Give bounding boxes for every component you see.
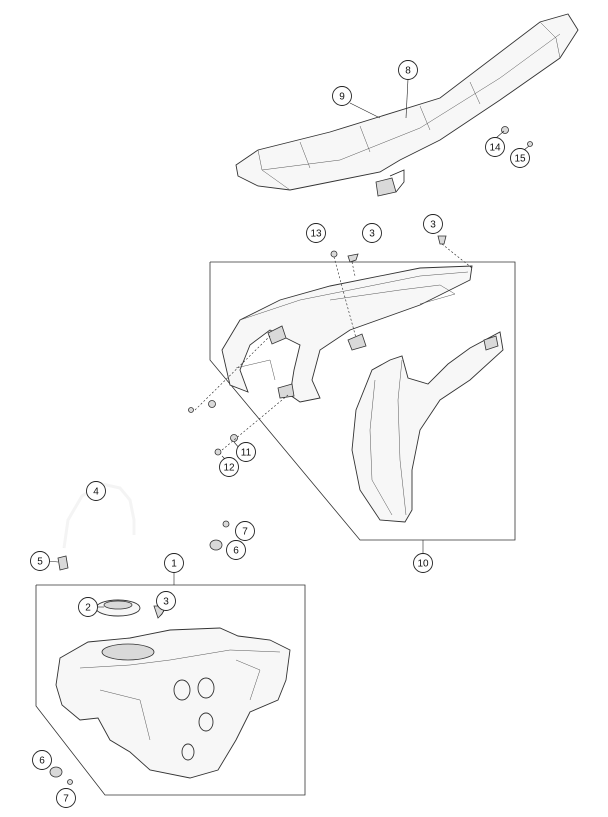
callout-3-upper-middle: 3 — [362, 223, 382, 243]
svg-text:3: 3 — [369, 229, 375, 240]
callout-10: 10 — [413, 553, 433, 573]
svg-text:3: 3 — [430, 220, 436, 231]
svg-text:6: 6 — [39, 756, 45, 767]
fuel-cap — [95, 599, 167, 619]
callout-8: 8 — [398, 60, 418, 80]
svg-text:11: 11 — [241, 448, 252, 459]
vent-hose — [57, 482, 136, 571]
seat-assembly — [235, 13, 579, 197]
svg-text:12: 12 — [223, 463, 235, 474]
svg-text:13: 13 — [310, 229, 322, 240]
callout-6-middle: 6 — [226, 540, 246, 560]
callout-5: 5 — [30, 551, 50, 571]
callout-14: 14 — [485, 137, 505, 157]
fuel-tank — [55, 627, 291, 779]
callout-12: 12 — [219, 457, 239, 477]
callout-7-middle: 7 — [235, 521, 255, 541]
svg-text:1: 1 — [171, 559, 177, 570]
bushing-set-upper — [209, 520, 230, 551]
callout-9: 9 — [332, 86, 352, 106]
svg-text:4: 4 — [93, 487, 99, 498]
callout-7-lower: 7 — [56, 788, 76, 808]
callout-1: 1 — [164, 553, 184, 573]
left-side-panel — [221, 265, 473, 403]
svg-text:14: 14 — [489, 143, 501, 154]
panel-fasteners — [188, 235, 473, 456]
svg-text:2: 2 — [85, 603, 91, 614]
svg-text:7: 7 — [242, 527, 248, 538]
callout-4: 4 — [86, 481, 106, 501]
callout-11: 11 — [236, 442, 256, 462]
callout-2: 2 — [78, 597, 98, 617]
svg-text:10: 10 — [417, 559, 429, 570]
svg-text:9: 9 — [339, 92, 345, 103]
callout-3-tank: 3 — [156, 591, 176, 611]
svg-text:15: 15 — [514, 154, 526, 165]
svg-text:7: 7 — [63, 794, 69, 805]
callout-6-lower: 6 — [32, 750, 52, 770]
svg-text:6: 6 — [233, 546, 239, 557]
bushing-set-lower — [49, 766, 73, 785]
callout-3-upper-right: 3 — [423, 214, 443, 234]
callout-15: 15 — [510, 148, 530, 168]
callout-13: 13 — [306, 223, 326, 243]
right-side-panel — [351, 331, 504, 523]
svg-text:5: 5 — [37, 557, 43, 568]
svg-text:3: 3 — [163, 597, 169, 608]
svg-text:8: 8 — [405, 66, 411, 77]
fuel-tank-box — [35, 584, 306, 796]
